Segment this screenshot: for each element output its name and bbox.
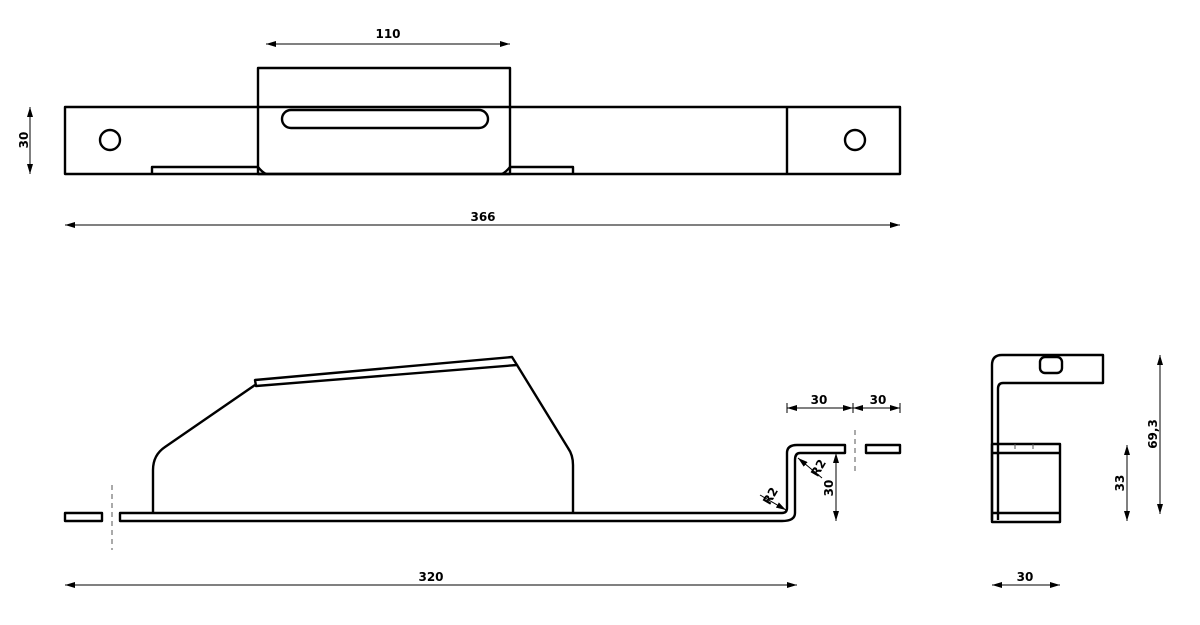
side-view: 30 30 30 R2 R2 320 xyxy=(63,355,902,588)
tab-fillets xyxy=(257,166,511,176)
radius-leader-2 xyxy=(797,457,823,479)
dim-label-33: 33 xyxy=(1113,475,1127,492)
cut-piece-left xyxy=(63,511,104,523)
cut-piece-right xyxy=(864,443,902,455)
radius-leader-1 xyxy=(759,494,787,511)
raised-bracket xyxy=(256,66,512,176)
bracket-sides xyxy=(151,364,575,513)
dim-label-30-end: 30 xyxy=(1017,570,1034,584)
dim-label-30-a: 30 xyxy=(811,393,828,407)
radius-label-2: R2 xyxy=(808,457,829,479)
hidden-lines xyxy=(1014,444,1034,453)
radius-label-1: R2 xyxy=(760,485,781,507)
end-view: 33 69,3 30 xyxy=(990,353,1163,588)
mounting-hole-right xyxy=(843,128,867,152)
dim-label-69-3: 69,3 xyxy=(1146,419,1160,449)
mounting-hole-left xyxy=(98,128,122,152)
top-view: 110 30 366 xyxy=(17,27,902,228)
dim-label-366: 366 xyxy=(470,210,495,224)
dim-label-30-height: 30 xyxy=(17,132,31,149)
bracket-top xyxy=(253,355,519,388)
end-profile xyxy=(990,353,1105,520)
base-plate-z-bend xyxy=(118,443,847,523)
bracket-tabs xyxy=(150,165,575,174)
slot-section xyxy=(1038,355,1064,375)
lower-block xyxy=(990,442,1062,524)
top-plate-outline xyxy=(63,105,902,176)
dim-label-320: 320 xyxy=(418,570,443,584)
adjustment-slot xyxy=(280,108,490,130)
dim-label-110: 110 xyxy=(375,27,400,41)
dim-label-30-rise: 30 xyxy=(822,480,836,497)
dim-label-30-b: 30 xyxy=(870,393,887,407)
